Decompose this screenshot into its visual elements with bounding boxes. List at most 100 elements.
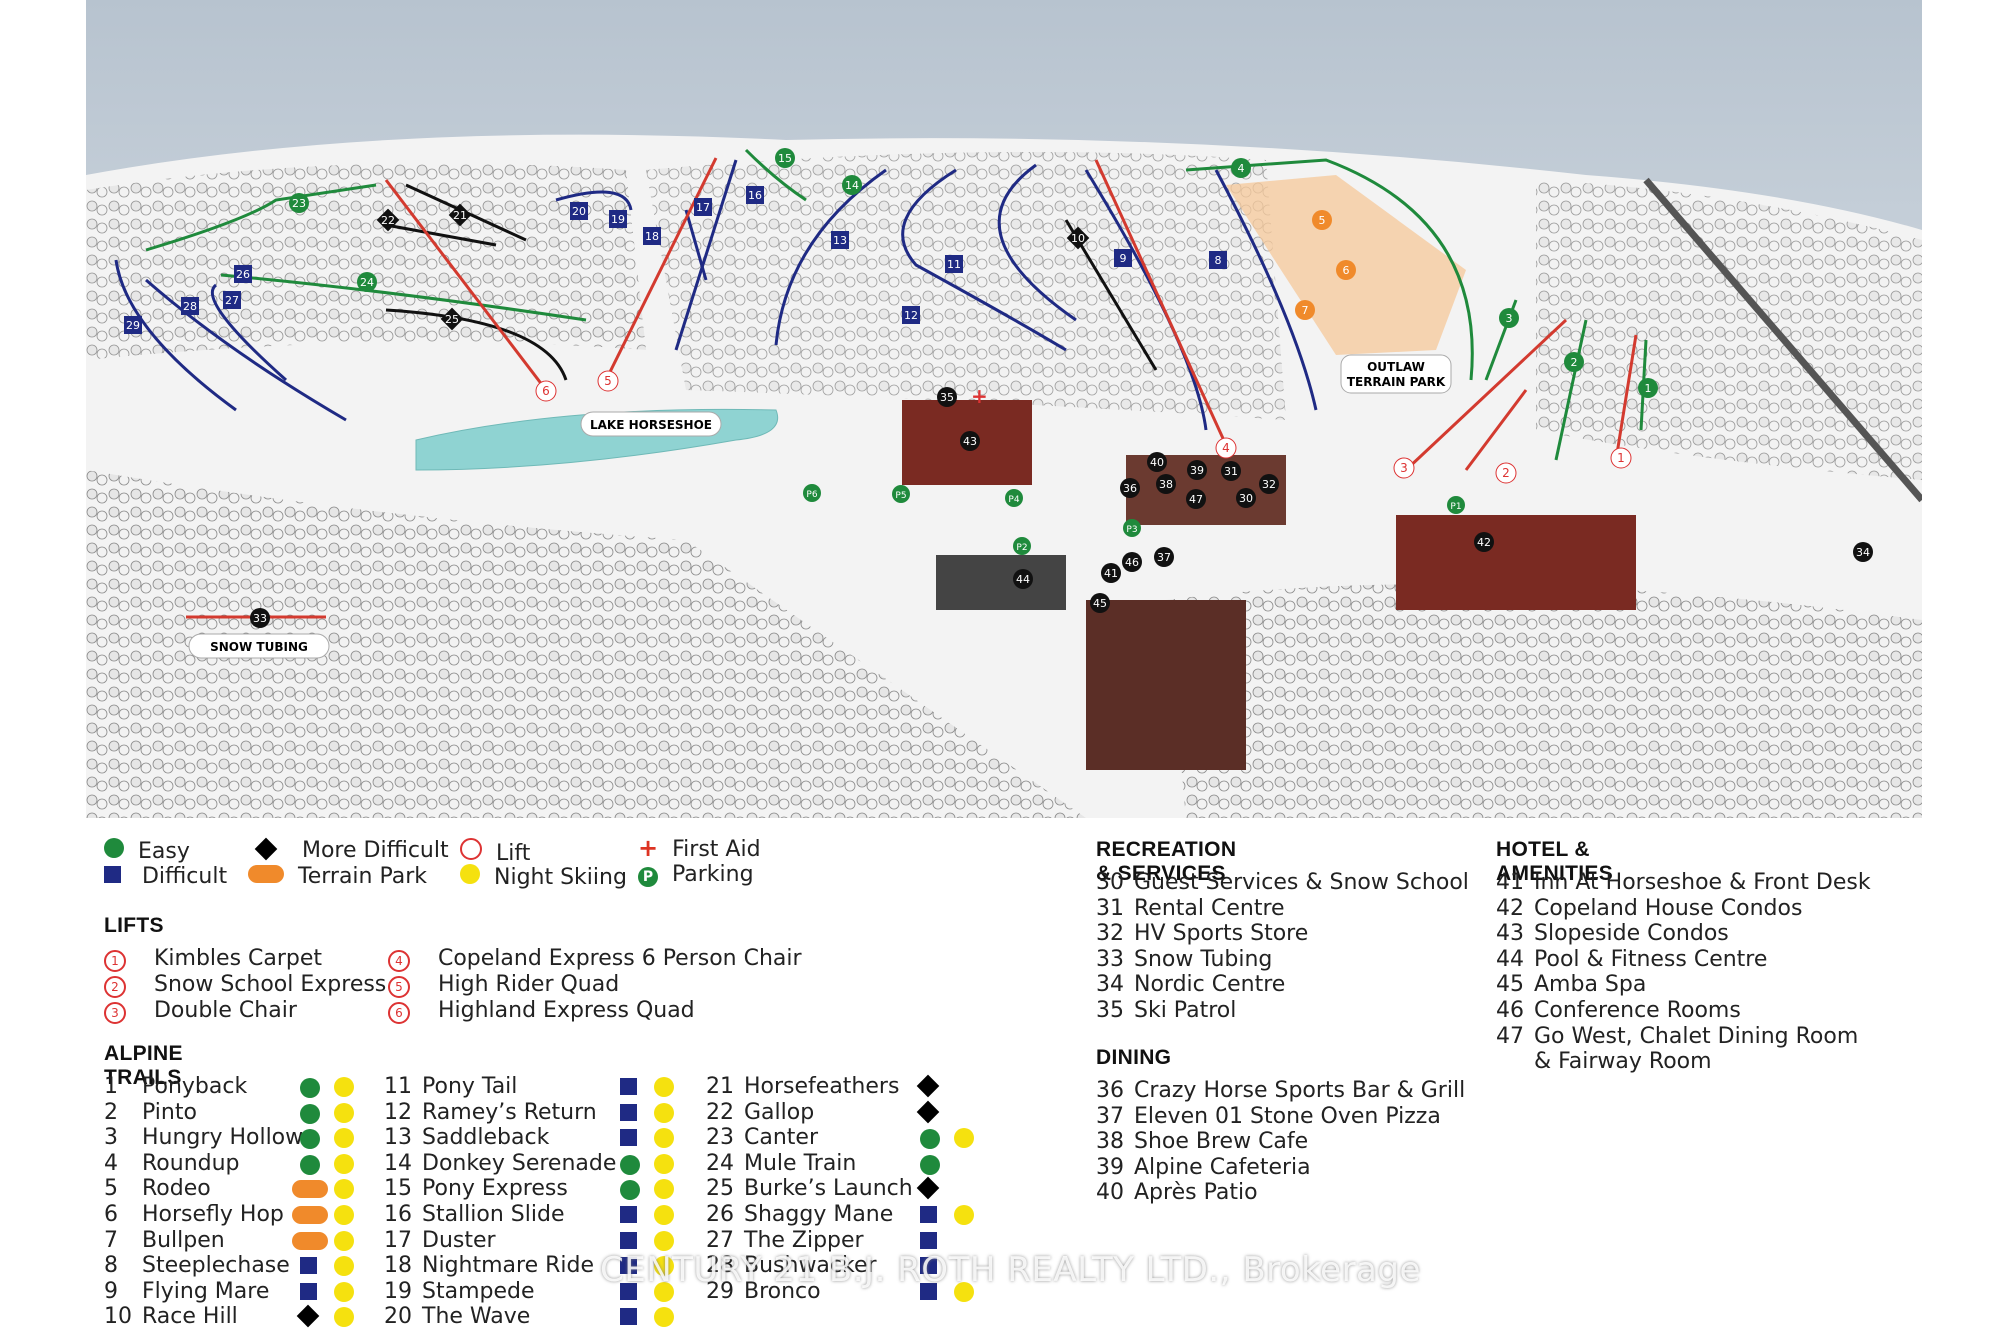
resort-map: 1 2 3 4 5 6 + LAKE HORSESHOE OUTLAW TERR…: [86, 0, 1922, 818]
svg-text:3: 3: [1400, 461, 1408, 475]
item-name: Stampede: [422, 1278, 535, 1304]
item-number: 14: [384, 1150, 412, 1176]
key-night: Night Skiing: [460, 864, 627, 890]
item-number: 37: [1096, 1103, 1124, 1129]
item-name: Eleven 01 Stone Oven Pizza: [1134, 1103, 1441, 1129]
night-skiing-icon: [334, 1102, 354, 1123]
item-number: 29: [706, 1278, 734, 1304]
blue-square-icon: [920, 1231, 937, 1249]
parking-marker: [1013, 537, 1031, 555]
item-number: 20: [384, 1304, 412, 1330]
key-difficult-label: Difficult: [141, 864, 228, 889]
item-name: Race Hill: [142, 1304, 238, 1330]
blue-square-icon: [620, 1231, 637, 1249]
trail-marker: [357, 272, 377, 292]
item-number: 7: [104, 1227, 118, 1253]
trail-number: 10: [1071, 232, 1085, 245]
parking-label: P5: [895, 491, 906, 501]
item-name: Canter: [744, 1125, 818, 1151]
item-name: Rodeo: [142, 1176, 211, 1202]
item-number: 9: [104, 1278, 118, 1304]
item-number: 19: [384, 1278, 412, 1304]
blue-square-icon: [920, 1257, 937, 1275]
item-name: Nightmare Ride: [422, 1253, 595, 1279]
facility-number: 39: [1190, 464, 1204, 477]
trail-number: 4: [1238, 162, 1245, 175]
facility-marker: [1090, 593, 1110, 613]
key-terrain-park: Terrain Park: [248, 864, 427, 889]
item-name: Stallion Slide: [422, 1202, 565, 1227]
night-skiing-icon: [654, 1153, 674, 1174]
item-number: 45: [1496, 972, 1524, 998]
key-difficult: Difficult: [104, 864, 227, 889]
facility-marker: [1120, 478, 1140, 498]
facility-marker: [1186, 489, 1206, 509]
night-skiing-icon: [334, 1077, 354, 1097]
black-diamond-icon: [916, 1074, 940, 1098]
trail-marker: [1231, 158, 1251, 178]
night-skiing-icon: [654, 1307, 674, 1328]
map-markers: 1234567891011121314151617181920212223242…: [124, 148, 1873, 628]
trail-marker: [694, 198, 712, 216]
parking-marker: [1123, 519, 1141, 537]
blue-square-icon: [104, 866, 121, 883]
item-number: 31: [1096, 895, 1124, 921]
parking-label: P2: [1016, 543, 1027, 553]
lift-name: Double Chair: [153, 998, 297, 1023]
lift-name: Copeland Express 6 Person Chair: [437, 946, 802, 971]
trail-number: 11: [947, 258, 961, 271]
item-number: 47: [1496, 1023, 1524, 1049]
lake-label: LAKE HORSESHOE: [590, 418, 712, 432]
item-name: Ponyback: [142, 1074, 248, 1099]
difficult-trails: [114, 159, 1318, 431]
trail-marker: [1499, 308, 1519, 328]
lift-item: 3 Double Chair: [104, 998, 297, 1024]
trail-marker: [643, 227, 661, 245]
facility-number: 46: [1125, 556, 1139, 569]
item-number: 12: [384, 1099, 412, 1125]
key-terrain-park-label: Terrain Park: [298, 864, 428, 889]
trail-marker: [902, 306, 920, 324]
facility-marker: [1122, 552, 1142, 572]
item-name: Burke’s Launch: [744, 1176, 913, 1202]
facility-number: 31: [1224, 465, 1238, 478]
item-name: Pool & Fitness Centre: [1534, 946, 1768, 972]
facility-marker: [1187, 460, 1207, 480]
trail-number: 8: [1215, 254, 1222, 267]
facility-number: 32: [1262, 478, 1276, 491]
lift-item: 2 Snow School Express: [104, 972, 386, 998]
item-number: 25: [706, 1176, 734, 1202]
trail-marker: [609, 210, 627, 228]
facility-marker: [1853, 542, 1873, 562]
trail-number: 21: [453, 209, 467, 222]
trail-marker: [1209, 251, 1227, 269]
lift-name: Highland Express Quad: [437, 998, 695, 1023]
item-name: Bushwacker: [744, 1253, 877, 1279]
facility-number: 37: [1157, 551, 1171, 564]
building-copeland: [1396, 515, 1636, 610]
trail-number: 16: [748, 189, 762, 202]
item-name: Après Patio: [1134, 1180, 1258, 1206]
list-item: & Fairway Room: [1496, 1049, 1712, 1074]
item-name: Mule Train: [744, 1150, 857, 1176]
orange-pill-icon: [248, 865, 284, 883]
blue-square-icon: [300, 1282, 317, 1300]
alpine-trails-heading: ALPINE TRAILS: [104, 1042, 183, 1089]
item-name: Shoe Brew Cafe: [1134, 1129, 1309, 1155]
trail-number: 9: [1120, 252, 1127, 265]
item-number: 34: [1096, 972, 1124, 998]
